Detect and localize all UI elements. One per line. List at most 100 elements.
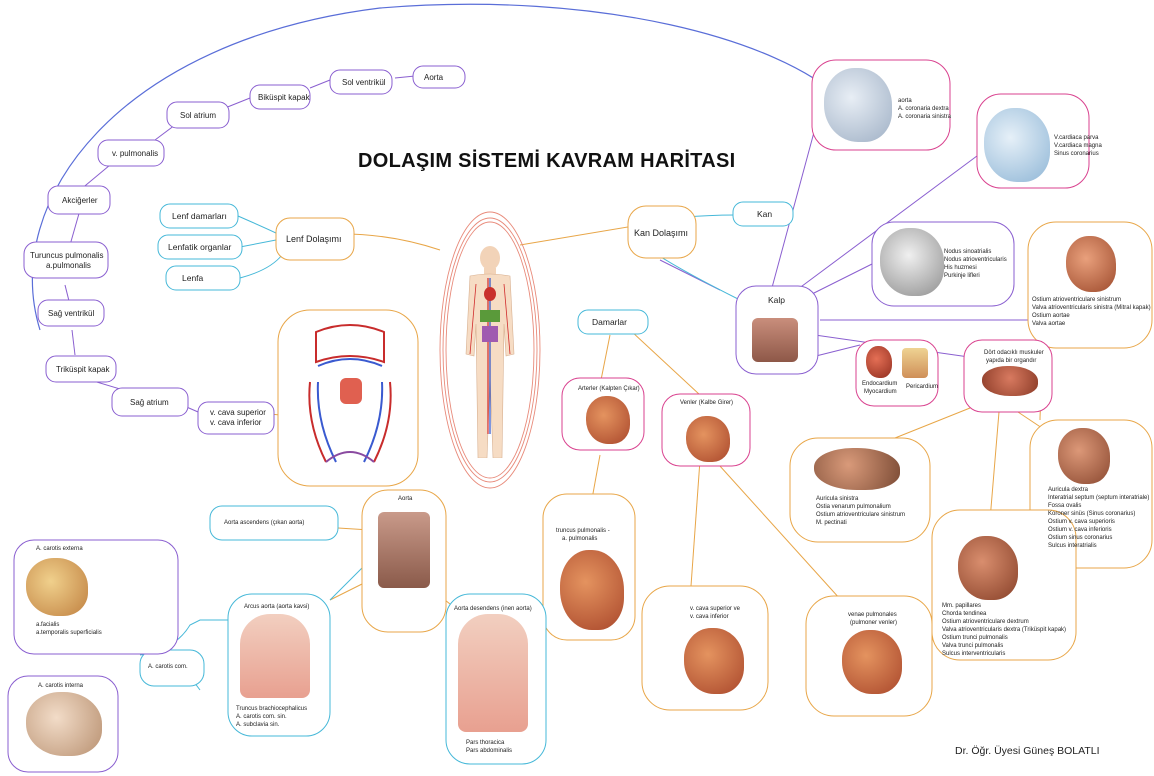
heart-coronary-illustration	[824, 68, 892, 142]
node-lenfatik-organlar: Lenfatik organlar	[168, 243, 231, 253]
right-atrium-1: Auricula dextra	[1048, 487, 1088, 494]
node-kalp: Kalp	[768, 296, 785, 306]
left-atrium-2: Ostia venarum pulmonalium	[816, 504, 891, 511]
right-atrium-illustration	[1058, 428, 1110, 484]
node-kan-dolasimi: Kan Dolaşımı	[634, 228, 688, 238]
aorta-illustration	[378, 512, 430, 588]
truncus-heart-illustration	[560, 550, 624, 630]
desendens-part-2: Pars abdominalis	[466, 748, 512, 755]
right-atrium-3: Fossa ovalis	[1048, 503, 1081, 510]
conduction-1: Nodus sinoatrialis	[944, 249, 991, 256]
veins-2: V.cardiaca magna	[1054, 143, 1102, 150]
four-chambers-2: yapıda bir organdır	[986, 358, 1036, 365]
arcus-branch-2: A. carotis com. sin.	[236, 714, 287, 721]
left-valves-3: Ostium aortae	[1032, 313, 1070, 320]
node-arterler: Arterler (Kalpten Çıkar)	[578, 386, 640, 393]
conduction-3: His huzmesi	[944, 265, 977, 272]
node-sag-atrium: Sağ atrium	[130, 398, 169, 407]
left-valves-1: Ostium atrioventriculare sinistrum	[1032, 297, 1121, 304]
right-ventricle-1: Mm. papillares	[942, 603, 981, 610]
node-lenf-damarlari: Lenf damarları	[172, 212, 227, 222]
node-sol-ventrikul: Sol ventrikül	[342, 78, 386, 87]
pericardium-label: Pericardium	[906, 384, 938, 391]
node-bikuspit: Biküspit kapak	[258, 93, 310, 102]
left-atrium-4: M. pectinati	[816, 520, 847, 527]
node-v-pulmonalis: v. pulmonalis	[112, 149, 158, 158]
node-kan: Kan	[757, 210, 772, 220]
coronary-1: aorta	[898, 98, 912, 105]
node-lenf-dolasimi: Lenf Dolaşımı	[286, 234, 342, 244]
node-venler: Venler (Kalbe Girer)	[680, 400, 733, 407]
externa-branch-2: a.temporalis superficialis	[36, 630, 102, 637]
desendens-part-1: Pars thoracica	[466, 740, 504, 747]
skull-externa-illustration	[26, 558, 88, 616]
coronary-2: A. coronaria dextra	[898, 106, 949, 113]
conduction-4: Purkinje lifleri	[944, 273, 980, 280]
node-truncus-2: a.pulmonalis	[46, 261, 91, 270]
node-carotis-externa: A. carotis externa	[36, 546, 83, 553]
node-cava-1: v. cava superior	[210, 408, 266, 417]
heart-conduction-illustration	[880, 228, 944, 296]
page-title: DOLAŞIM SİSTEMİ KAVRAM HARİTASI	[358, 150, 735, 173]
right-ventricle-7: Sulcus interventricularis	[942, 651, 1005, 658]
arcus-branch-1: Truncus brachiocephalicus	[236, 706, 307, 713]
veins-1: V.cardiaca parva	[1054, 135, 1098, 142]
pericardium-illustration	[902, 348, 928, 378]
four-chambers-1: Dört odacıklı muskuler	[984, 350, 1044, 357]
node-desendens: Aorta desendens (inen aorta)	[454, 606, 532, 613]
node-aorta-ascendens: Aorta ascendens (çıkan aorta)	[224, 520, 304, 527]
heart-layers-illustration	[866, 346, 892, 378]
arcus-body-illustration	[240, 614, 310, 698]
right-atrium-8: Sulcus interatrialis	[1048, 543, 1097, 550]
right-ventricle-4: Valva atrioventricularis dextra (Triküsp…	[942, 627, 1066, 634]
right-atrium-2: Interatrial septum (septum interatriale)	[1048, 495, 1149, 502]
node-damarlar: Damarlar	[592, 318, 627, 328]
right-atrium-6: Ostium v. cava inferioris	[1048, 527, 1112, 534]
venler-heart-illustration	[686, 416, 730, 462]
node-cava-2: v. cava inferior	[210, 418, 261, 427]
truncus-label-2: a. pulmonalis	[562, 536, 597, 543]
heart-veins-illustration	[984, 108, 1050, 182]
circulation-diagram	[296, 322, 404, 472]
node-akcigerler: Akciğerler	[62, 196, 98, 205]
arterler-heart-illustration	[586, 396, 630, 444]
node-truncus-1: Turuncus pulmonalis	[30, 251, 104, 260]
left-atrium-3: Ostium atrioventriculare sinistrum	[816, 512, 905, 519]
heart-left-illustration	[1066, 236, 1116, 292]
coronary-3: A. coronaria sinistra	[898, 114, 951, 121]
head-interna-illustration	[26, 692, 102, 756]
node-sag-ventrikul: Sağ ventrikül	[48, 309, 94, 318]
externa-branch-1: a.facialis	[36, 622, 59, 629]
right-ventricle-5: Ostium trunci pulmonalis	[942, 635, 1008, 642]
venae-heart-illustration	[842, 630, 902, 694]
human-body-illustration	[448, 244, 532, 458]
heart-thorax-illustration	[752, 318, 798, 362]
right-ventricle-3: Ostium atrioventriculare dextrum	[942, 619, 1029, 626]
conduction-2: Nodus atrioventricularis	[944, 257, 1007, 264]
left-atrium-1: Auricula sinistra	[816, 496, 858, 503]
node-arcus: Arcus aorta (aorta kavsi)	[244, 604, 309, 611]
node-trikuspit: Triküspit kapak	[56, 365, 110, 374]
left-atrium-illustration	[814, 448, 900, 490]
left-valves-4: Valva aortae	[1032, 321, 1065, 328]
node-lenfa: Lenfa	[182, 274, 203, 284]
right-ventricle-illustration	[958, 536, 1018, 600]
right-atrium-7: Ostium sinus coronarius	[1048, 535, 1112, 542]
node-carotis-interna: A. carotis interna	[38, 683, 83, 690]
node-carotis-com: A. carotis com.	[148, 664, 188, 671]
myocardium-label: Myocardium	[864, 389, 897, 396]
node-sol-atrium: Sol atrium	[180, 111, 216, 120]
desendens-body-illustration	[458, 614, 528, 732]
right-atrium-5: Ostium v. cava superioris	[1048, 519, 1115, 526]
node-aorta-center: Aorta	[398, 496, 412, 503]
author-credit: Dr. Öğr. Üyesi Güneş BOLATLI	[955, 745, 1100, 757]
cava-heart-illustration	[684, 628, 744, 694]
right-atrium-4: Koroner sinüs (Sinus coronarius)	[1048, 511, 1135, 518]
venae-label-2: (pulmoner venler)	[850, 620, 897, 627]
right-ventricle-6: Valva trunci pulmonalis	[942, 643, 1003, 650]
heart-chambers-illustration	[982, 366, 1038, 396]
veins-3: Sinus coronarius	[1054, 151, 1099, 158]
arcus-branch-3: A. subclavia sin.	[236, 722, 279, 729]
endocardium-label: Endocardium	[862, 381, 897, 388]
